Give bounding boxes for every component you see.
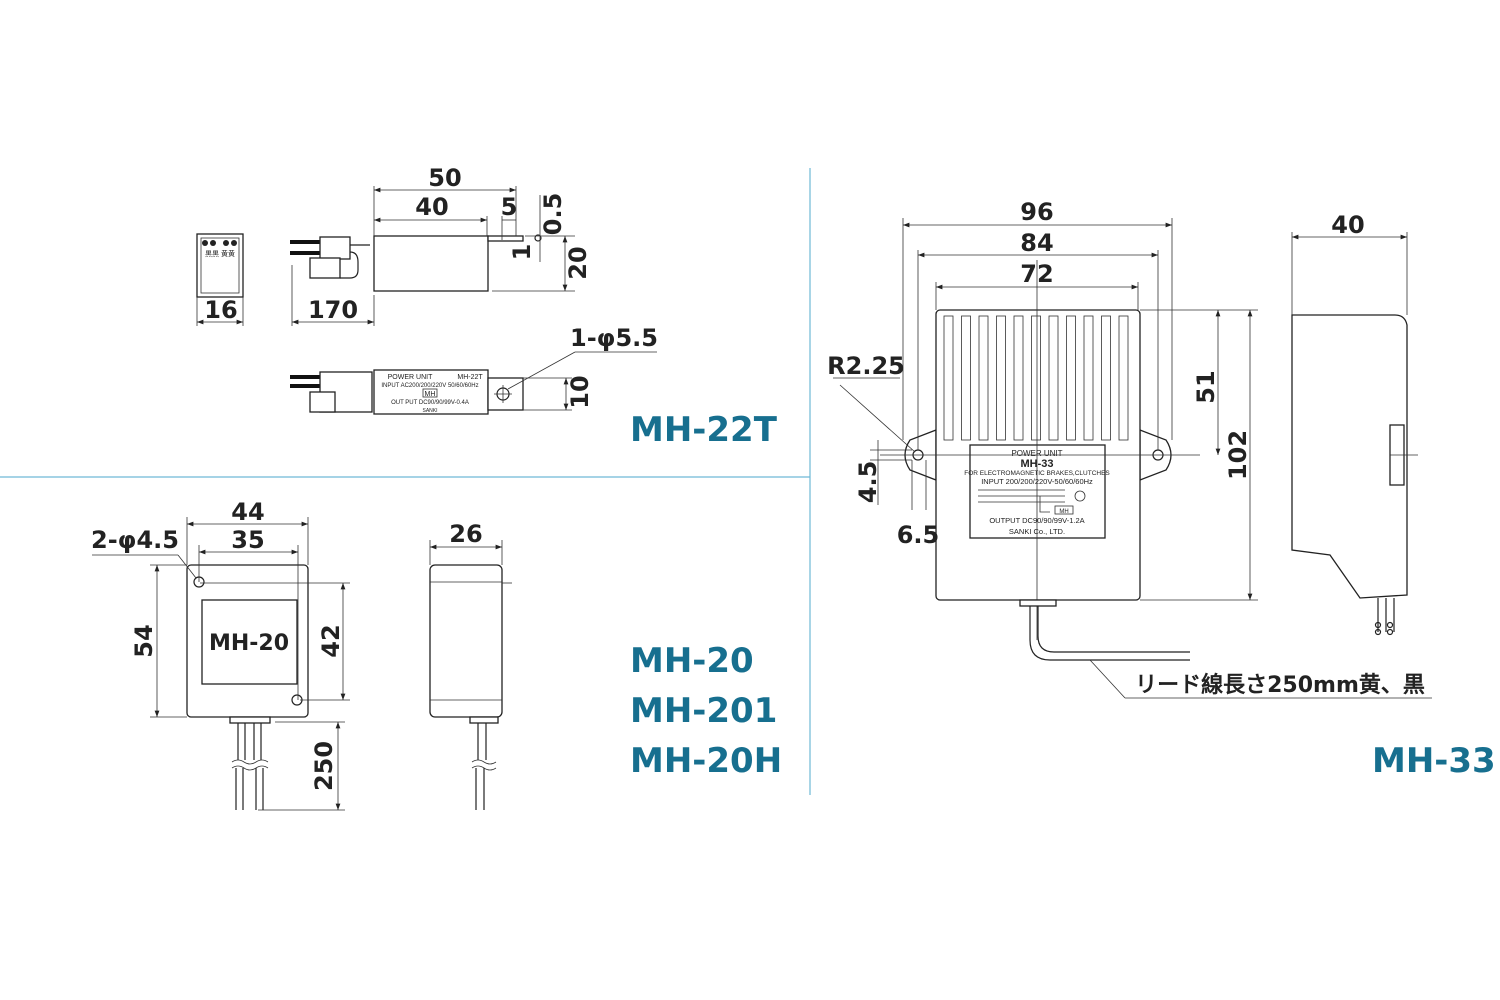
nameplate-maker: SANKI	[422, 408, 437, 414]
mh22t-end-view: 黒黒 黄黄 16	[196, 233, 244, 326]
dim-lead: 250	[310, 741, 338, 791]
dim-length-body: 40	[415, 193, 448, 221]
heat-sink-fin	[978, 315, 989, 441]
heat-sink-fin	[1031, 315, 1041, 441]
lead-note: リード線長さ250mm黄、黒	[1135, 672, 1425, 698]
heat-sink-fin	[996, 315, 1006, 441]
nameplate-text: INPUT AC200/200/220V 50/60/60Hz	[381, 383, 478, 389]
heat-sink-fin	[1101, 315, 1111, 441]
dim-width-body: 72	[1020, 260, 1053, 288]
dim-width-end: 16	[204, 296, 237, 324]
heat-sink-fin	[1118, 315, 1129, 441]
nameplate-text: MH	[1059, 509, 1068, 515]
dim-tab-offset: 1	[508, 244, 536, 261]
mh20-side-view: 26	[429, 520, 512, 810]
dim-holes: 2-φ4.5	[91, 526, 179, 554]
model-label-mh20h: MH-20H	[630, 741, 782, 781]
wire-color-label: 黒黒 黄黄	[205, 249, 235, 258]
mh22t-side-view: 50 40 5 0.5 1 20 170	[290, 164, 592, 326]
dim-depth: 40	[1331, 211, 1364, 239]
dim-width: 44	[231, 498, 264, 526]
model-label-mh201: MH-201	[630, 691, 777, 731]
mh33-section: POWER UNIT MH-33 FOR ELECTROMAGNETIC BRA…	[827, 198, 1496, 781]
mh33-front-view: POWER UNIT MH-33 FOR ELECTROMAGNETIC BRA…	[827, 198, 1432, 699]
dim-hole-pitch-x: 35	[231, 526, 264, 554]
mh20-section: MH-20 44 35 2-φ4.5 54 42 250	[91, 498, 782, 811]
heat-sink-fin	[1048, 315, 1059, 441]
dim-radius: R2.25	[827, 352, 905, 380]
dim-height: 20	[564, 246, 592, 279]
dim-length-total: 50	[428, 164, 461, 192]
mh22t-top-view: POWER UNIT MH-22T INPUT AC200/200/220V 5…	[290, 324, 658, 415]
dim-tab: 5	[501, 193, 518, 221]
model-label-mh20: MH-20	[630, 641, 754, 681]
model-label-mh33: MH-33	[1372, 741, 1496, 781]
panel-label: MH-20	[209, 631, 289, 656]
dim-height: 54	[130, 624, 158, 657]
heat-sink-fin	[1083, 315, 1094, 441]
nameplate-text: MH-22T	[457, 374, 483, 381]
mh33-side-view: 40	[1291, 211, 1418, 636]
dim-width-total: 96	[1020, 198, 1053, 226]
nameplate-text: OUT PUT DC90/90/99V-0.4A	[391, 400, 469, 406]
mh22t-section: 黒黒 黄黄 16 50 40 5 0.5 1	[196, 164, 778, 450]
dim-hole-pitch-y: 42	[317, 624, 345, 657]
dim-hole-pitch: 84	[1020, 229, 1053, 257]
dim-depth: 26	[449, 520, 482, 548]
heat-sink-fin	[1013, 315, 1024, 441]
nameplate-text: MH	[425, 391, 436, 398]
heat-sink-fin	[943, 315, 954, 441]
dim-ear-offset: 6.5	[897, 521, 940, 549]
dim-half-height: 51	[1192, 370, 1220, 403]
heat-sink-fin	[1066, 315, 1076, 441]
model-label-mh22t: MH-22T	[630, 410, 778, 450]
dim-height: 102	[1224, 430, 1252, 480]
dim-hole: 1-φ5.5	[570, 324, 658, 352]
mh20-front-view: MH-20 44 35 2-φ4.5 54 42 250	[91, 498, 350, 811]
dim-ear: 4.5	[854, 461, 882, 504]
heat-sink-fin	[961, 315, 971, 441]
dim-tab-thickness: 0.5	[539, 193, 567, 236]
nameplate-text: POWER UNIT	[388, 374, 433, 381]
dim-lead: 170	[308, 296, 358, 324]
dim-tab-width: 10	[566, 375, 594, 408]
